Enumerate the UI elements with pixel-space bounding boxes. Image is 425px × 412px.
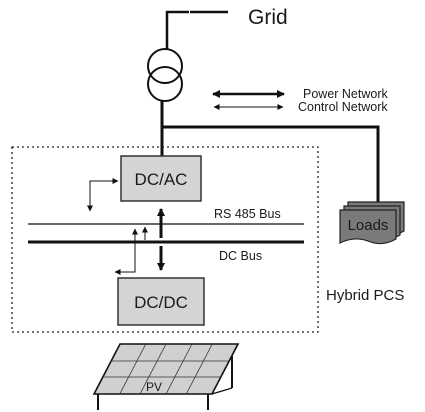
loads-block (339, 201, 405, 245)
grid-label: Grid (248, 6, 288, 29)
power-network-legend-label: Power Network (303, 87, 388, 101)
dcdc-label: DC/DC (134, 293, 188, 312)
pv-label: PV (146, 380, 162, 394)
transformer-symbol (147, 48, 183, 102)
converter-control-link (114, 228, 138, 275)
dcac-block (120, 155, 202, 202)
dcdc-block (117, 277, 205, 326)
dcac-label: DC/AC (135, 170, 188, 189)
legend: Power Network Control Network (212, 87, 388, 114)
hybrid-pcs-label: Hybrid PCS (326, 287, 404, 304)
grid-feeder-line (165, 10, 228, 56)
dc-bus-label: DC Bus (219, 249, 262, 263)
inverter-control-link (87, 178, 119, 212)
pv-panel (92, 343, 240, 410)
loads-label: Loads (348, 217, 389, 234)
control-network-legend-label: Control Network (298, 100, 388, 114)
rs485-bus-label: RS 485 Bus (214, 207, 281, 221)
loads-feeder-line (162, 125, 380, 205)
